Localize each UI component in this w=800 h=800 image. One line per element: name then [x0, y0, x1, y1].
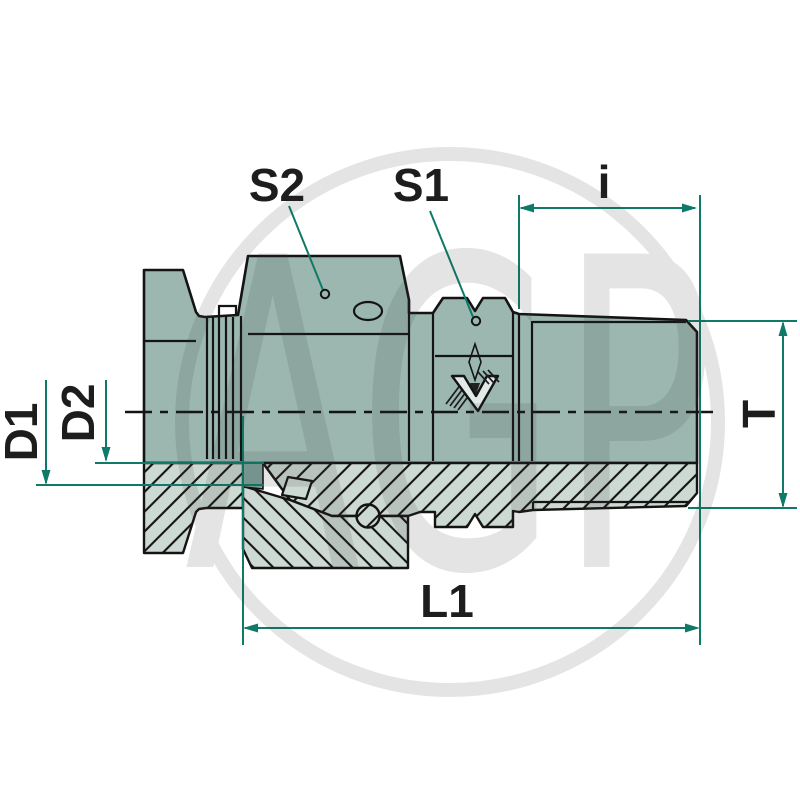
label-s2: S2 — [249, 159, 305, 211]
label-d1: D1 — [0, 403, 47, 462]
dimension-t — [688, 320, 797, 509]
watermark-text: AGP — [184, 168, 715, 669]
face-ellipse — [352, 300, 384, 322]
label-s1: S1 — [393, 159, 449, 211]
watermark-ring — [175, 147, 725, 697]
agp-watermark: AGP — [175, 147, 725, 697]
label-i: i — [598, 156, 611, 208]
label-d2: D2 — [52, 384, 104, 443]
ball-detail — [355, 503, 381, 529]
dimension-l1 — [242, 416, 700, 645]
dimension-d2 — [95, 380, 264, 464]
label-t: T — [733, 400, 785, 428]
cone-diamond-marker — [468, 341, 482, 397]
label-l1: L1 — [420, 575, 474, 627]
dimension-i — [518, 195, 701, 645]
manufacturer-logo — [445, 369, 500, 413]
leader-s1 — [429, 210, 482, 327]
detail-lines — [144, 300, 690, 510]
leader-s2 — [288, 205, 331, 300]
cutting-ring — [280, 475, 314, 501]
fitting-section-nut — [241, 484, 410, 570]
dimension-d1 — [36, 380, 264, 486]
